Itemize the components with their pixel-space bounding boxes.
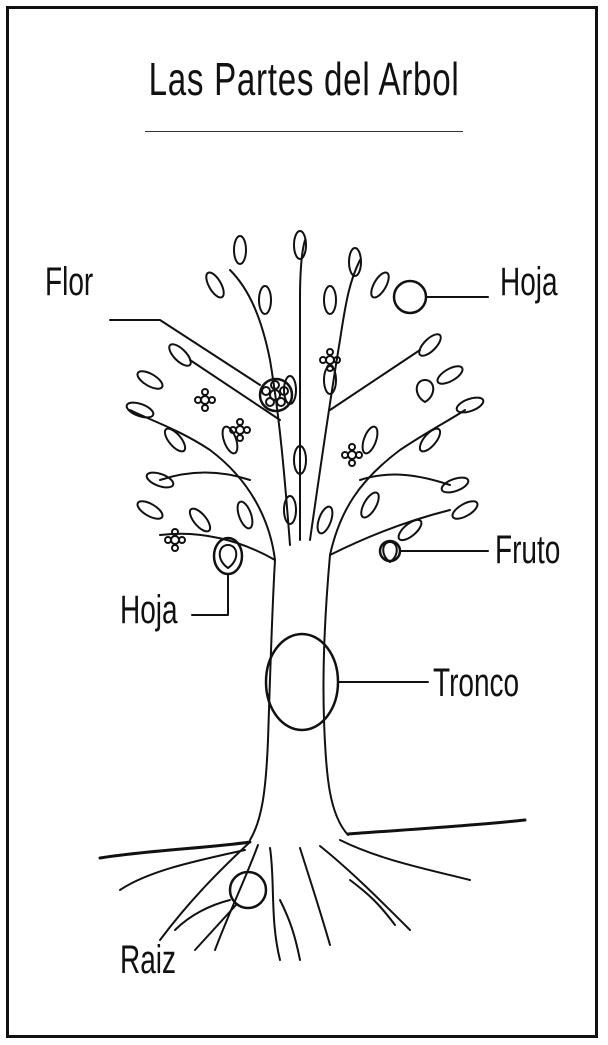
callout-circle-flor bbox=[258, 377, 294, 413]
worksheet-frame bbox=[6, 6, 598, 1038]
label-flor: Flor bbox=[45, 260, 94, 304]
leader-flor bbox=[109, 319, 261, 386]
leaves bbox=[125, 230, 485, 542]
label-hoja-top: Hoja bbox=[500, 260, 558, 304]
flowers bbox=[164, 348, 363, 552]
callout-circle-hoja-top bbox=[392, 279, 428, 315]
leader-raiz bbox=[194, 904, 237, 951]
ground-line bbox=[98, 818, 527, 860]
worksheet-title: Las Partes del Arbol bbox=[148, 53, 460, 105]
tree-trunk bbox=[249, 559, 276, 841]
leader-hoja-left bbox=[191, 573, 229, 616]
label-tronco: Tronco bbox=[433, 661, 520, 705]
branches bbox=[129, 239, 466, 561]
label-fruto: Fruto bbox=[495, 528, 561, 572]
callout-circle-raiz bbox=[228, 870, 268, 910]
callout-circle-tronco bbox=[264, 632, 340, 732]
title-underline bbox=[145, 131, 463, 132]
roots bbox=[119, 839, 471, 961]
label-raiz: Raiz bbox=[120, 938, 177, 982]
label-hoja-left: Hoja bbox=[120, 588, 178, 632]
